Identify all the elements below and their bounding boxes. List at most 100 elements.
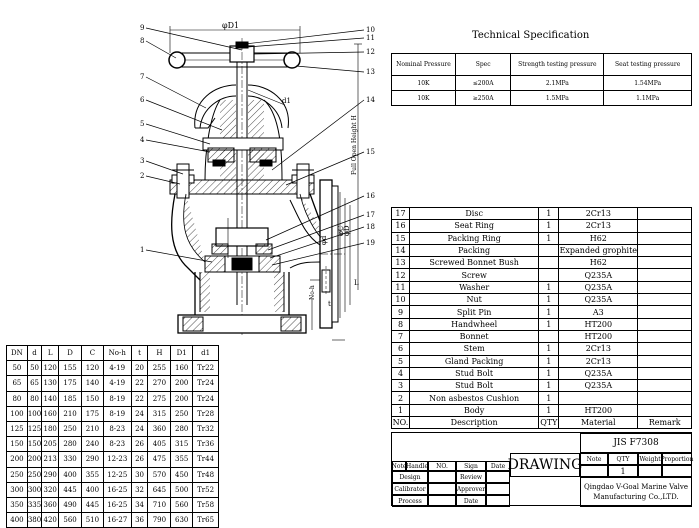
callout-3: 3	[140, 157, 144, 165]
proportion-value	[662, 465, 692, 477]
dim-noh: No-h	[309, 285, 316, 300]
parts-cell: 1	[538, 342, 560, 356]
parts-cell: Handwheel	[408, 317, 540, 331]
parts-cell	[538, 243, 560, 258]
parts-cell: 1	[538, 403, 560, 418]
dimension-cell: 400	[80, 481, 104, 498]
parts-cell	[637, 342, 692, 356]
dimension-header: H	[147, 344, 172, 362]
parts-cell	[637, 317, 692, 331]
spec-table: Nominal Pressure Spec Strength testing p…	[391, 53, 692, 106]
parts-cell: 2	[391, 391, 410, 405]
handwheel	[168, 41, 301, 69]
dimension-cell: 510	[80, 512, 104, 528]
sig-header-note: Note	[391, 461, 407, 471]
dimension-cell: 255	[147, 360, 172, 377]
dimension-cell: 175	[80, 405, 104, 422]
dimension-cell: 210	[80, 420, 104, 438]
review-label: Review	[456, 471, 486, 483]
dimension-cell: 315	[170, 436, 194, 453]
dimension-cell: 32	[130, 481, 149, 498]
callout-14: 14	[366, 96, 375, 104]
parts-cell: 8	[391, 317, 410, 331]
dimension-cell: 250	[26, 466, 43, 483]
dimension-cell: 8-19	[102, 390, 132, 407]
parts-cell: Disc	[408, 206, 540, 221]
dimension-cell: 150	[6, 436, 28, 453]
dimension-cell: 200	[170, 390, 194, 407]
dimension-cell: 34	[130, 496, 149, 514]
parts-cell: 7	[391, 329, 410, 344]
callout-8: 8	[140, 37, 144, 45]
dimension-header: D1	[170, 344, 194, 362]
dimension-cell: 320	[41, 481, 60, 498]
callout-11: 11	[366, 34, 375, 42]
parts-cell	[637, 280, 692, 295]
dimension-cell: 22	[130, 375, 149, 392]
dimension-cell: 22	[130, 390, 149, 407]
parts-cell	[637, 293, 692, 307]
parts-cell	[538, 329, 560, 344]
parts-cell: Q235A	[558, 366, 639, 381]
date-value	[486, 495, 510, 507]
spec-header: Nominal Pressure	[391, 53, 456, 76]
dimension-cell: 16-25	[102, 481, 132, 498]
dimension-cell: 420	[41, 512, 60, 528]
dimension-cell: 290	[41, 466, 60, 483]
dimension-cell: 280	[58, 436, 82, 453]
callout-18: 18	[366, 223, 375, 231]
dimension-cell: Tr52	[192, 481, 219, 498]
title-block: JIS F7308 DRAWING Note QTY Weight Propor…	[391, 432, 693, 507]
parts-cell	[637, 268, 692, 282]
proportion-label: Proportion	[661, 453, 693, 465]
parts-header: QTY	[538, 416, 560, 430]
dimension-cell: 130	[41, 375, 60, 392]
dimension-cell: 560	[58, 512, 82, 528]
dimension-cell: 315	[147, 405, 172, 422]
qty-label: QTY	[608, 453, 638, 465]
dim-dd: φD	[343, 225, 351, 236]
dimension-cell: 213	[41, 451, 60, 468]
parts-cell: Q235A	[558, 268, 639, 282]
parts-cell: Body	[408, 403, 540, 418]
dim-d: φd	[320, 235, 328, 245]
dimension-cell: 290	[80, 451, 104, 468]
dimension-cell: 8-23	[102, 420, 132, 438]
note-value	[580, 465, 608, 477]
dimension-cell: 185	[58, 390, 82, 407]
parts-cell: 12	[391, 268, 410, 282]
dimension-cell: 120	[80, 360, 104, 377]
dimension-cell: Tr28	[192, 405, 219, 422]
date-label: Date	[456, 495, 486, 507]
parts-cell: 1	[538, 391, 560, 405]
spec-cell: 10K	[391, 90, 456, 106]
dimension-cell: 400	[6, 512, 28, 528]
parts-cell: 2Cr13	[558, 342, 639, 356]
dimension-cell: 180	[41, 420, 60, 438]
parts-cell	[637, 366, 692, 381]
parts-cell: Nut	[408, 293, 540, 307]
dimension-cell: Tr48	[192, 466, 219, 483]
dimension-header: t	[130, 344, 149, 362]
parts-cell: 10	[391, 293, 410, 307]
dimension-cell: 16-25	[102, 496, 132, 514]
dimension-header: L	[41, 344, 60, 362]
callout-4: 4	[140, 136, 145, 144]
spec-cell: ≤200A	[454, 75, 512, 91]
parts-cell: 11	[391, 280, 410, 295]
parts-cell	[637, 403, 692, 418]
parts-cell: 15	[391, 231, 410, 245]
bonnet	[194, 84, 289, 181]
dimension-cell: 450	[170, 466, 194, 483]
parts-cell	[637, 391, 692, 405]
dim-l: L	[354, 279, 359, 287]
